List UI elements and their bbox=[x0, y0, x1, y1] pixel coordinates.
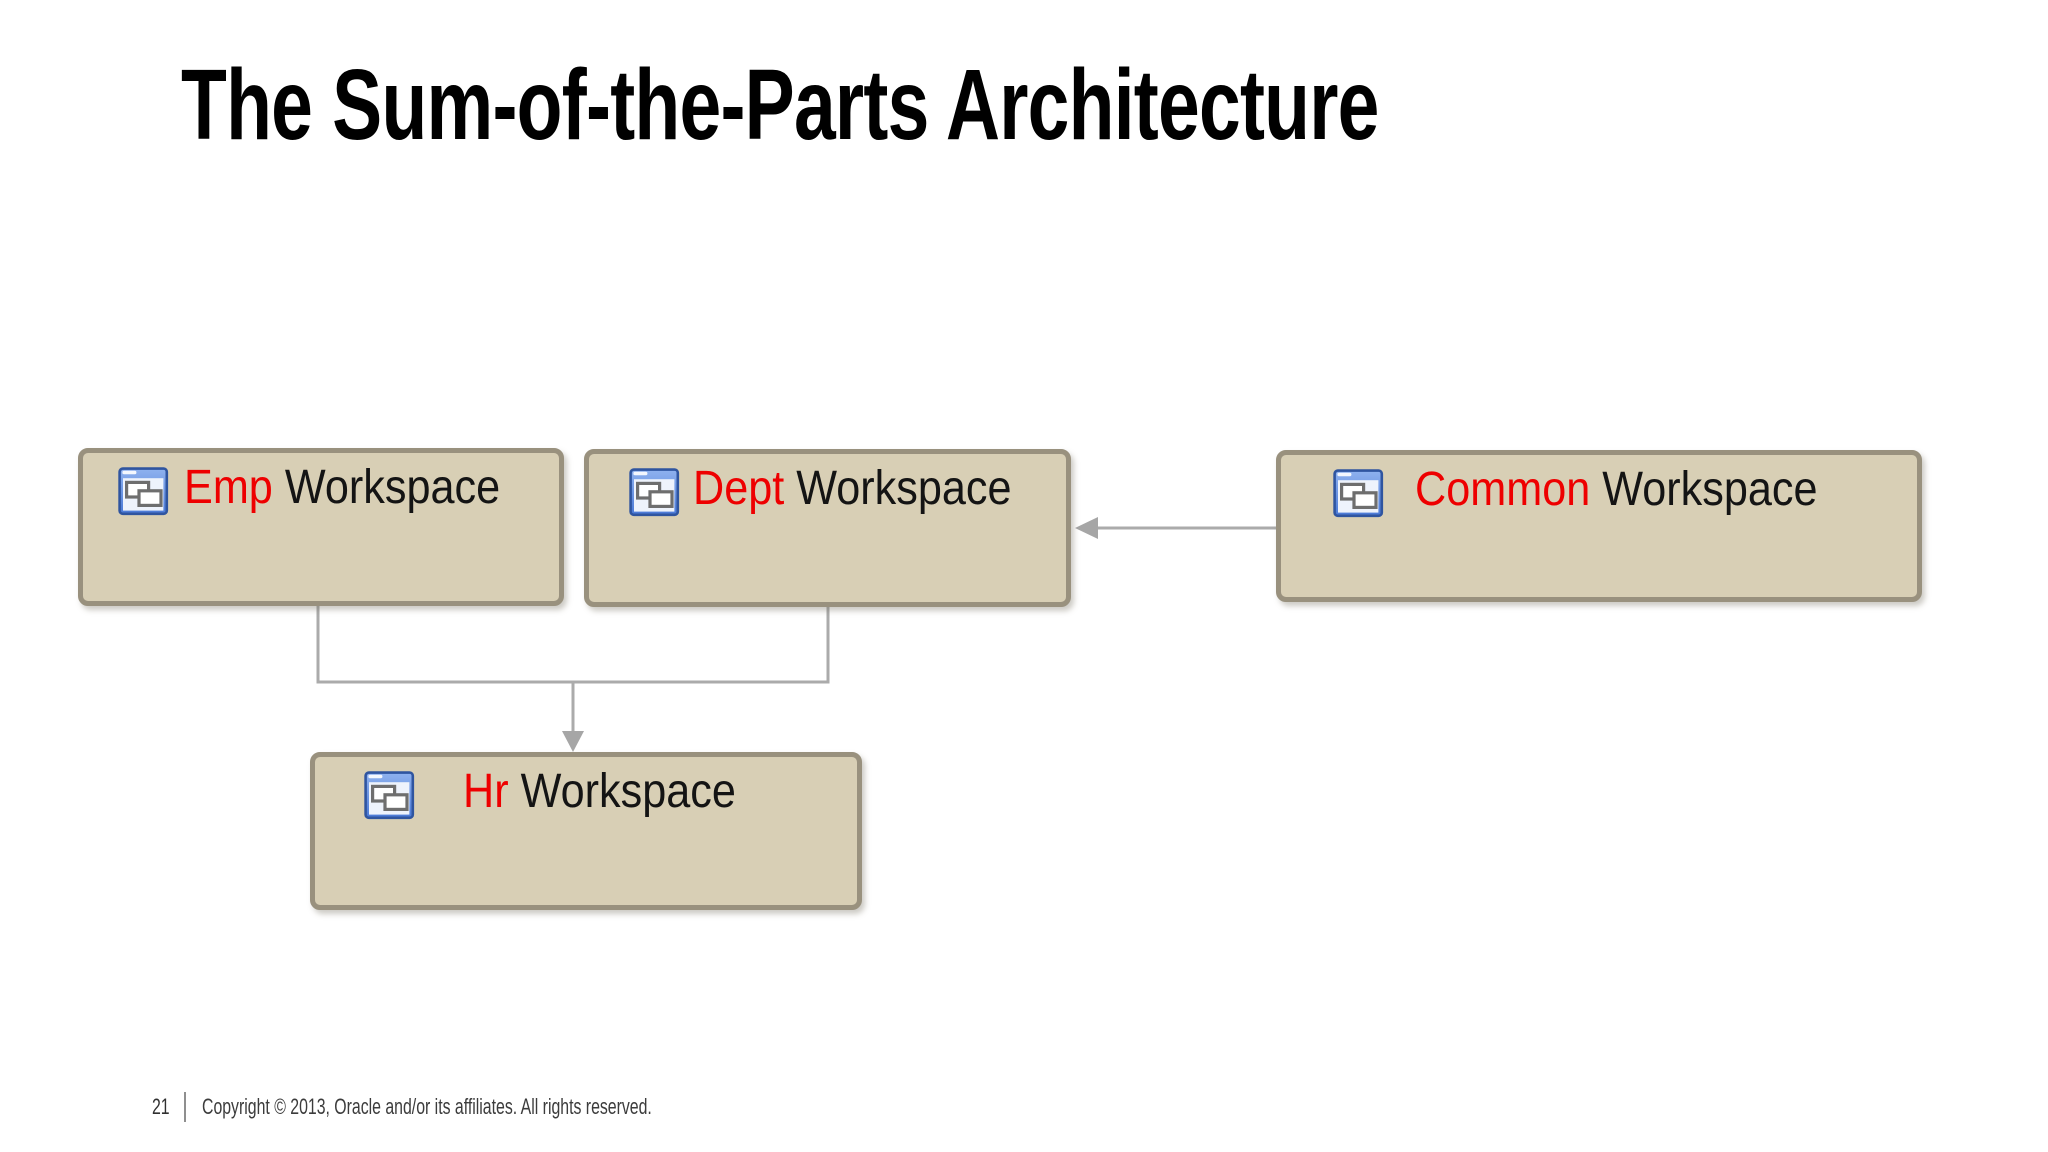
workspace-box-emp: Emp Workspace bbox=[78, 448, 564, 606]
workspace-name-highlight: Hr bbox=[463, 765, 509, 818]
workspace-box-common: Common Workspace bbox=[1276, 450, 1922, 602]
slide-title: The Sum-of-the-Parts Architecture bbox=[181, 49, 1379, 161]
window-forms-icon bbox=[118, 467, 169, 516]
workspace-name-highlight: Common bbox=[1415, 463, 1591, 516]
workspace-name-rest: Workspace bbox=[508, 765, 736, 818]
arrowhead-left-icon bbox=[1075, 517, 1098, 539]
workspace-name-rest: Workspace bbox=[272, 461, 501, 514]
workspace-name-highlight: Dept bbox=[693, 462, 785, 515]
arrowhead-down-icon bbox=[562, 731, 584, 752]
workspace-box-dept: Dept Workspace bbox=[584, 449, 1071, 607]
workspace-name-rest: Workspace bbox=[1590, 463, 1818, 516]
window-forms-icon bbox=[364, 771, 415, 820]
workspace-label-common: Common Workspace bbox=[1415, 461, 1818, 519]
workspace-label-emp: Emp Workspace bbox=[184, 459, 500, 517]
workspace-label-hr: Hr Workspace bbox=[463, 763, 736, 821]
page-number: 21 bbox=[152, 1094, 170, 1119]
slide-footer: 21 Copyright © 2013, Oracle and/or its a… bbox=[0, 1090, 2048, 1130]
copyright-text: Copyright © 2013, Oracle and/or its affi… bbox=[202, 1094, 652, 1119]
workspace-name-highlight: Emp bbox=[184, 461, 273, 514]
window-forms-icon bbox=[1333, 469, 1384, 518]
workspace-box-hr: Hr Workspace bbox=[310, 752, 862, 910]
elbow-connector-emp-dept bbox=[316, 604, 830, 684]
footer-separator bbox=[184, 1092, 186, 1122]
workspace-label-dept: Dept Workspace bbox=[693, 460, 1012, 518]
window-forms-icon bbox=[629, 468, 680, 517]
workspace-name-rest: Workspace bbox=[784, 462, 1012, 515]
